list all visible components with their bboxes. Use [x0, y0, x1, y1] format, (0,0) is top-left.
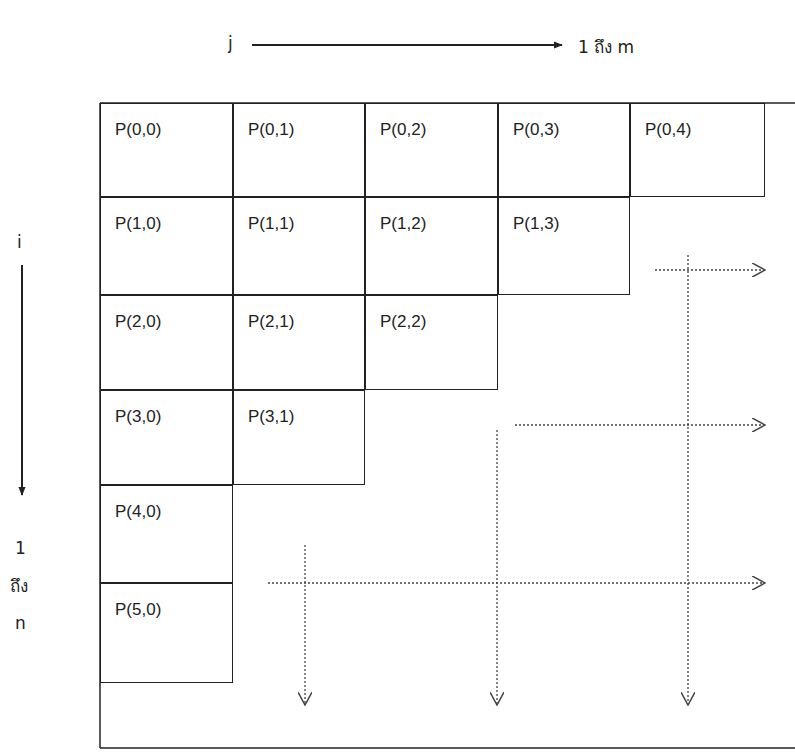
cell-label: P(3,1): [234, 391, 364, 427]
grid-cell: P(5,0): [100, 583, 233, 683]
axis-label: ถึง: [10, 572, 28, 599]
grid-cell: P(2,1): [233, 295, 365, 390]
cell-label: P(2,0): [101, 296, 232, 332]
grid-cell: P(1,2): [365, 197, 498, 295]
grid-cell: P(0,0): [100, 103, 233, 197]
grid-cell: P(4,0): [100, 485, 233, 583]
axis-label: j: [228, 33, 233, 53]
frame-lines: [100, 103, 795, 748]
cell-label: P(0,2): [366, 104, 497, 140]
grid-cell: P(3,1): [233, 390, 365, 485]
grid-cell: P(1,0): [100, 197, 233, 295]
cell-label: P(0,4): [631, 104, 764, 140]
axis-label: n: [15, 613, 26, 633]
j-axis-arrow: [252, 44, 562, 46]
cell-label: P(2,1): [234, 296, 364, 332]
i-axis-arrow: [21, 265, 23, 495]
cell-label: P(3,0): [101, 391, 232, 427]
grid-cell: P(2,2): [365, 295, 498, 390]
grid-cell: P(1,3): [498, 197, 630, 295]
cell-label: P(4,0): [101, 486, 232, 522]
cell-label: P(5,0): [101, 584, 232, 620]
cell-label: P(0,0): [101, 104, 232, 140]
grid-cell: P(0,2): [365, 103, 498, 197]
dotted-arrows: [268, 255, 765, 705]
axis-label: 1: [15, 538, 26, 558]
cell-label: P(0,3): [499, 104, 629, 140]
grid-cell: P(2,0): [100, 295, 233, 390]
cell-label: P(1,3): [499, 198, 629, 234]
cell-label: P(1,1): [234, 198, 364, 234]
grid-cell: P(3,0): [100, 390, 233, 485]
cell-label: P(1,0): [101, 198, 232, 234]
cell-label: P(2,2): [366, 296, 497, 332]
cell-label: P(1,2): [366, 198, 497, 234]
grid-cell: P(0,4): [630, 103, 765, 197]
cell-label: P(0,1): [234, 104, 364, 140]
grid-cell: P(1,1): [233, 197, 365, 295]
axis-label: i: [17, 232, 22, 252]
axis-label: 1 ถึง m: [578, 33, 634, 60]
grid-cell: P(0,3): [498, 103, 630, 197]
grid-cell: P(0,1): [233, 103, 365, 197]
